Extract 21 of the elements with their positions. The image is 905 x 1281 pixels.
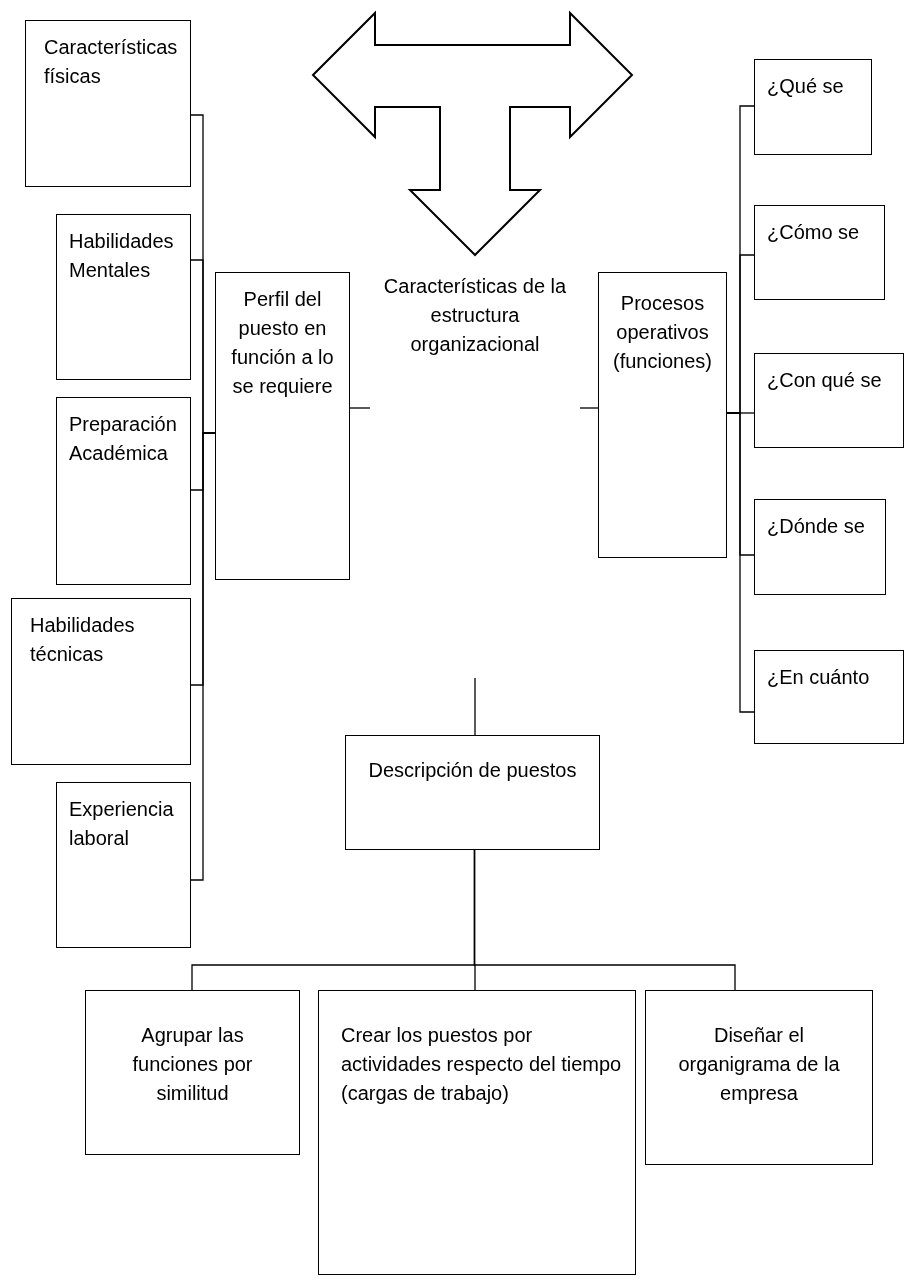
text-box: Descripción de puestos: [345, 735, 600, 850]
connector-line: [349, 407, 371, 409]
text-box: Perfil del puesto en función a lo se requiere: [215, 272, 350, 580]
connector-line: [473, 849, 736, 991]
text-box: ¿Qué se: [754, 59, 872, 155]
text-box: Agrupar las funciones por similitud: [85, 990, 300, 1155]
connector-line: [474, 677, 476, 736]
connector-line: [726, 412, 755, 713]
text-box: ¿Con qué se: [754, 353, 904, 448]
text-box: ¿Dónde se: [754, 499, 886, 595]
connector-line: [579, 407, 599, 409]
text-box: Habilidades técnicas: [11, 598, 191, 765]
text-box: ¿En cuánto: [754, 650, 904, 744]
text-box: ¿Cómo se: [754, 205, 885, 300]
text-box: Habilidades Mentales: [56, 214, 191, 380]
text-box: Diseñar el organigrama de la empresa: [645, 990, 873, 1165]
text-box: Crear los puestos por actividades respecto del tiempo (cargas de trabajo): [318, 990, 636, 1275]
text-box: Preparación Académica: [56, 397, 191, 585]
text-box: Experiencia laboral: [56, 782, 191, 948]
text-box: Procesos operativos (funciones): [598, 272, 727, 558]
text-box: Características físicas: [25, 20, 191, 187]
